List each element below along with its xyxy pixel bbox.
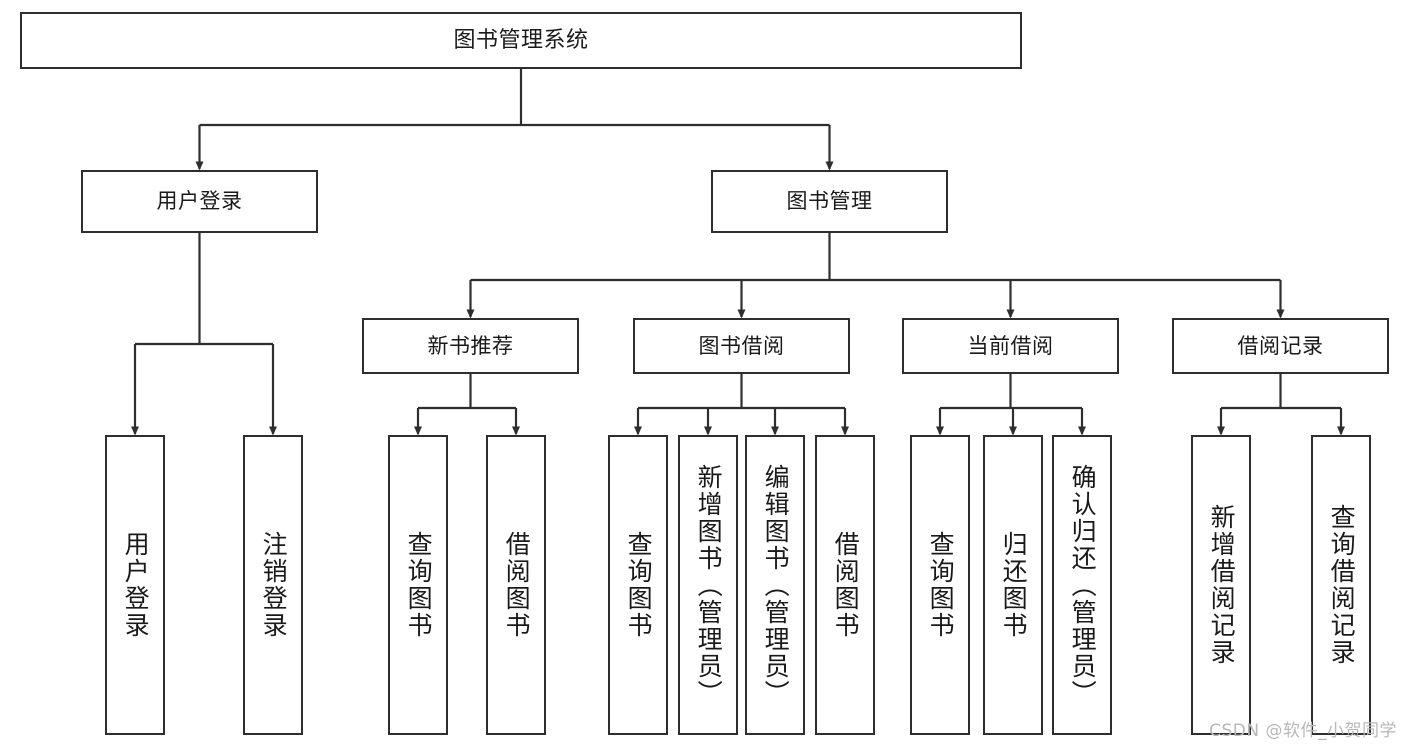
node-leaf-cur-return[interactable]: 归还图书	[983, 435, 1043, 735]
node-leaf-user-logout[interactable]: 注销登录	[243, 435, 303, 735]
node-leaf-cur-query[interactable]: 查询图书	[910, 435, 970, 735]
csdn-watermark: CSDN @软件_小贺同学	[1209, 721, 1397, 741]
node-records[interactable]: 借阅记录	[1172, 318, 1389, 374]
node-leaf-brw-add[interactable]: 新增图书（管理员）	[678, 435, 738, 735]
node-label: 查询图书	[926, 531, 956, 639]
node-leaf-rec-add[interactable]: 新增借阅记录	[1191, 435, 1251, 735]
node-label: 查询图书	[624, 531, 654, 639]
node-label: 借阅图书	[831, 531, 861, 639]
node-leaf-new-borrow[interactable]: 借阅图书	[486, 435, 546, 735]
node-label: 查询借阅记录	[1327, 504, 1357, 666]
node-newbook[interactable]: 新书推荐	[362, 318, 579, 374]
node-root[interactable]: 图书管理系统	[20, 12, 1022, 69]
node-borrow[interactable]: 图书借阅	[633, 318, 850, 374]
node-current[interactable]: 当前借阅	[902, 318, 1119, 374]
node-leaf-brw-edit[interactable]: 编辑图书（管理员）	[745, 435, 805, 735]
node-bookmgmt[interactable]: 图书管理	[711, 170, 948, 233]
node-label: 查询图书	[404, 531, 434, 639]
node-label: 借阅记录	[1237, 333, 1324, 358]
node-label: 新书推荐	[427, 333, 514, 358]
node-leaf-new-query[interactable]: 查询图书	[388, 435, 448, 735]
node-leaf-cur-confirm[interactable]: 确认归还（管理员）	[1052, 435, 1112, 735]
node-label: 当前借阅	[967, 333, 1054, 358]
node-leaf-brw-borrow[interactable]: 借阅图书	[815, 435, 875, 735]
node-label: 用户登录	[156, 189, 243, 214]
node-leaf-rec-query[interactable]: 查询借阅记录	[1311, 435, 1371, 735]
node-label: 图书管理	[786, 189, 873, 214]
node-login[interactable]: 用户登录	[81, 170, 318, 233]
node-leaf-brw-query[interactable]: 查询图书	[608, 435, 668, 735]
node-label: 用户登录	[121, 531, 151, 639]
node-label: 图书借阅	[698, 333, 785, 358]
node-label: 借阅图书	[502, 531, 532, 639]
node-label: 新增图书（管理员）	[694, 463, 724, 707]
node-label: 注销登录	[259, 531, 289, 639]
node-label: 归还图书	[999, 531, 1029, 639]
node-label: 编辑图书（管理员）	[761, 463, 791, 707]
node-leaf-user-login[interactable]: 用户登录	[105, 435, 165, 735]
node-label: 图书管理系统	[453, 27, 589, 53]
node-label: 确认归还（管理员）	[1068, 463, 1098, 707]
node-label: 新增借阅记录	[1207, 504, 1237, 666]
